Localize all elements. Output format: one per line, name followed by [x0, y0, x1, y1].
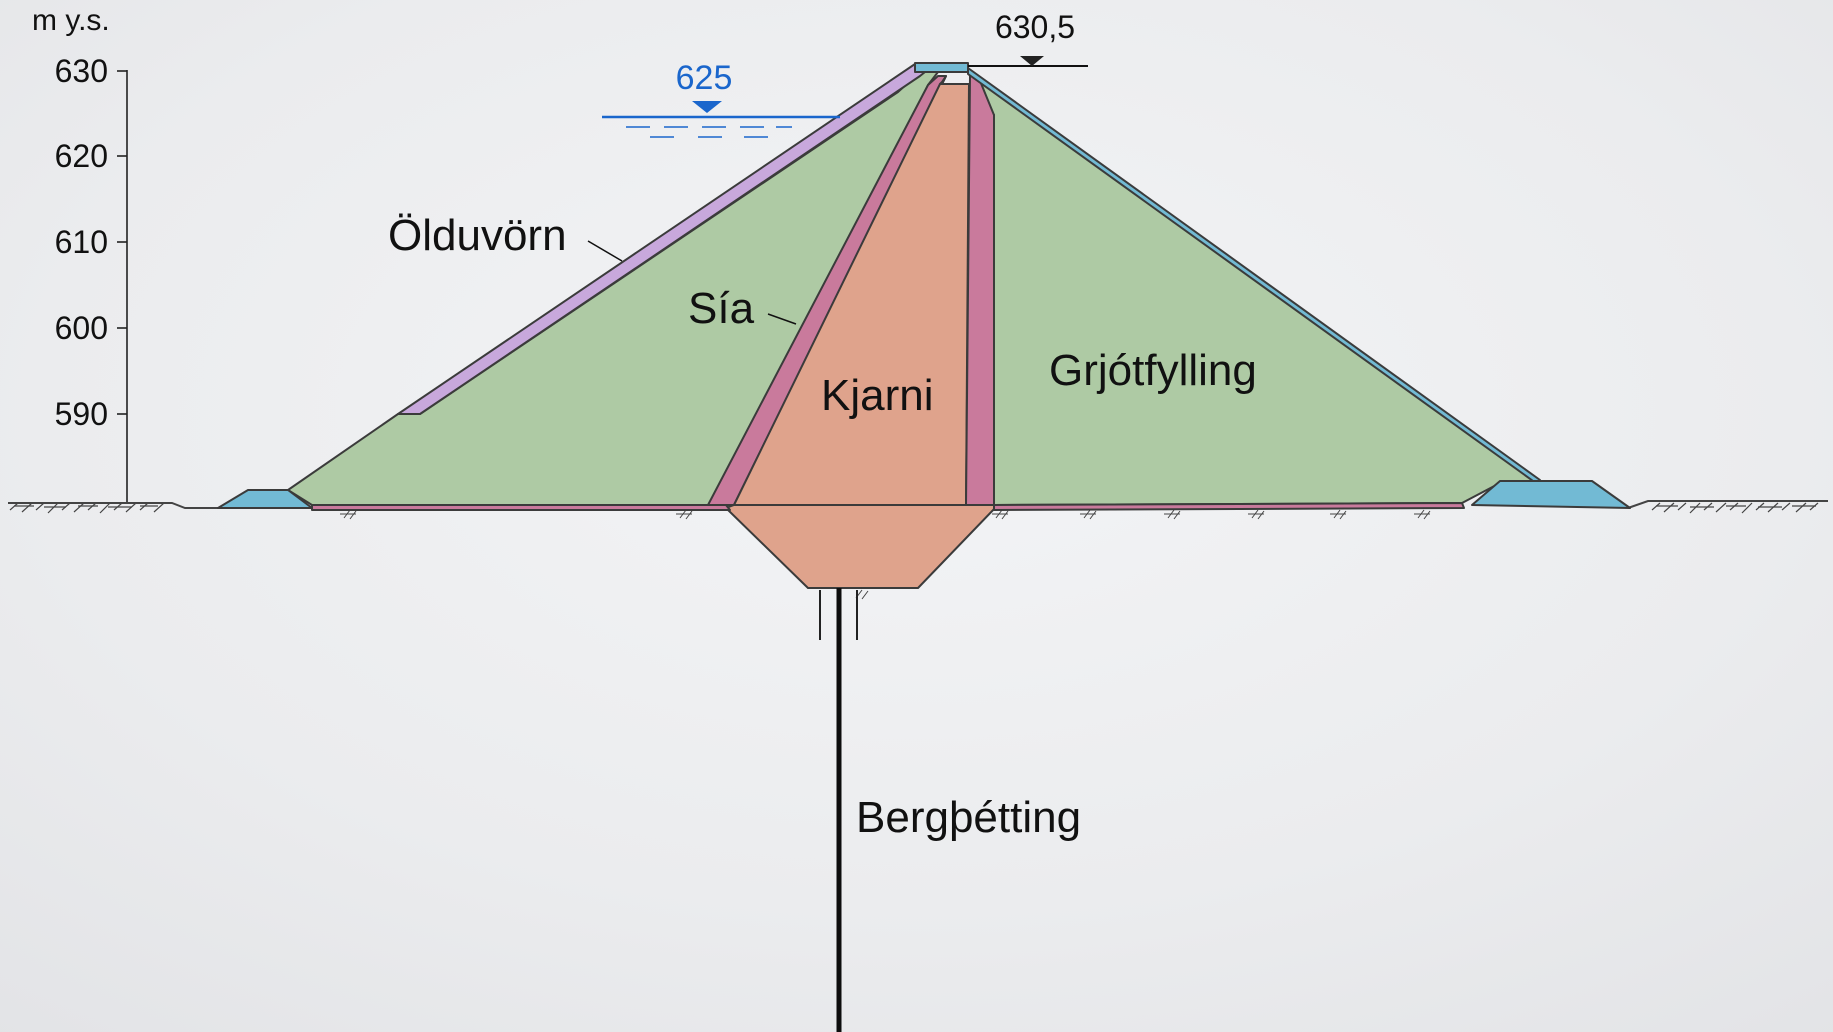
ground-hatching-left — [9, 502, 165, 514]
elevation-axis: m y.s. 630 620 610 600 590 — [32, 4, 128, 503]
water-level-label: 625 — [676, 59, 733, 97]
filter-label: Sía — [688, 284, 755, 333]
grout-curtain-label: Bergþétting — [856, 793, 1081, 842]
axis-tick-label: 610 — [55, 224, 108, 260]
rockfill-label: Grjótfylling — [1049, 346, 1257, 395]
core-label: Kjarni — [821, 371, 934, 420]
ground-line-left — [8, 502, 220, 509]
ground-line-right — [1627, 500, 1828, 509]
downstream-toe-zone — [1471, 480, 1631, 509]
foundation-hatching — [340, 509, 1431, 600]
axis-unit-label: m y.s. — [32, 4, 110, 37]
foundation-filter-strip-right — [993, 502, 1465, 511]
grout-curtain — [819, 588, 858, 1032]
crest-level-triangle — [1020, 56, 1044, 66]
filter-leader — [767, 313, 797, 325]
axis-tick-label: 600 — [55, 310, 108, 346]
axis-tick-label: 620 — [55, 138, 108, 174]
crest-level-label: 630,5 — [995, 9, 1075, 45]
ground-surface — [8, 500, 1828, 600]
foundation-filter-strip — [311, 504, 731, 511]
water-level-triangle — [692, 101, 722, 113]
downstream-filter-zone — [965, 75, 995, 506]
ground-hatching-right — [1651, 502, 1819, 514]
water-surface-ripples — [626, 126, 792, 138]
crest-level-marker: 630,5 — [968, 9, 1088, 67]
wave-protection-label: Ölduvörn — [388, 211, 567, 260]
dam-body — [217, 62, 1631, 589]
axis-tick-label: 630 — [55, 53, 108, 89]
wave-protection-leader — [587, 240, 623, 262]
zone-labels: Ölduvörn Sía Kjarni Grjótfylling Bergþét… — [388, 211, 1257, 842]
crest-top — [914, 62, 969, 73]
water-level-marker: 625 — [602, 59, 840, 138]
upstream-toe-zone — [217, 489, 313, 509]
axis-tick-label: 590 — [55, 396, 108, 432]
